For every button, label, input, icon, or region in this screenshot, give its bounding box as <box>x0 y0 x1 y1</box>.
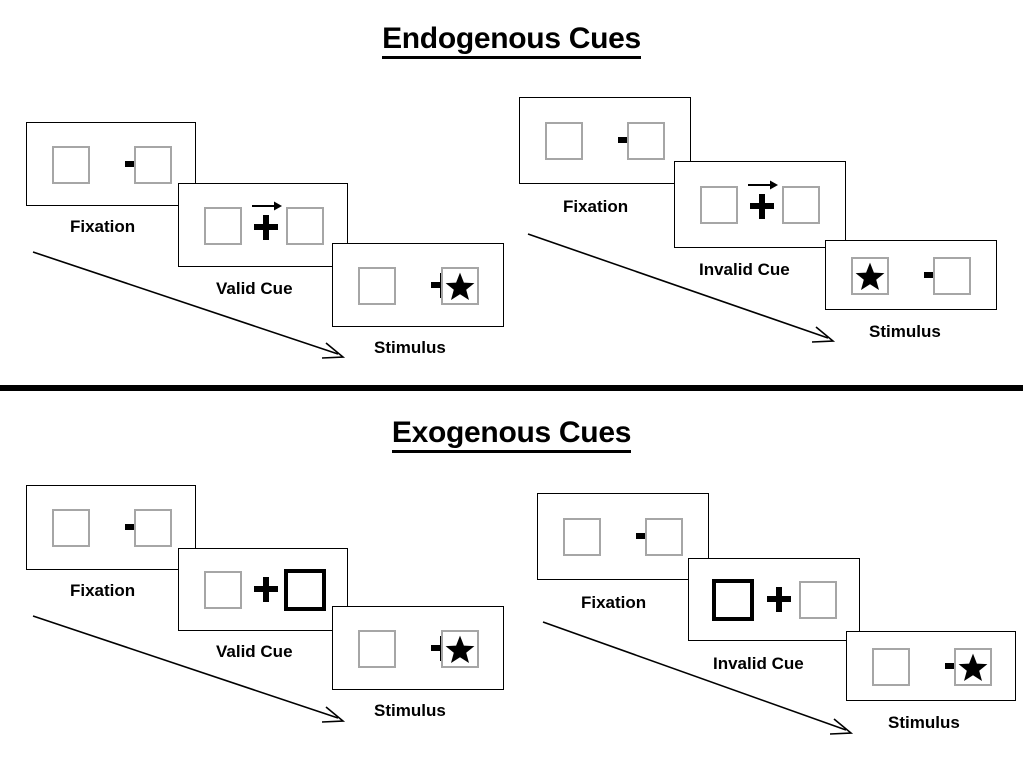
frame-endogenous-valid-cue <box>178 183 348 267</box>
section-title-endogenous-text: Endogenous Cues <box>382 24 641 59</box>
fixation-cross-icon <box>254 215 278 240</box>
section-title-endogenous: Endogenous Cues <box>0 24 1023 59</box>
right-box-with-target <box>954 648 992 686</box>
frame-endogenous-invalid-stimulus <box>825 240 997 310</box>
label-exogenous-invalid-fixation: Fixation <box>581 593 647 612</box>
frame-exogenous-valid-cue <box>178 548 348 631</box>
label-exogenous-invalid-stimulus: Stimulus <box>888 713 960 732</box>
right-box <box>286 207 324 245</box>
frame-exogenous-invalid-fixation <box>537 493 709 580</box>
star-icon <box>445 272 475 301</box>
frame-exogenous-valid-stimulus <box>332 606 504 690</box>
label-exogenous-valid-cue: Valid Cue <box>216 642 293 661</box>
right-box <box>627 122 665 160</box>
left-box-cued <box>712 579 754 621</box>
label-exogenous-valid-stimulus: Stimulus <box>374 701 446 720</box>
left-box-with-target <box>851 257 889 295</box>
label-endogenous-valid-stimulus: Stimulus <box>374 338 446 357</box>
section-title-exogenous-text: Exogenous Cues <box>391 418 631 453</box>
fixation-cross-icon <box>750 194 774 219</box>
star-icon <box>445 635 475 664</box>
frame-endogenous-invalid-cue <box>674 161 846 248</box>
cue-arrow-right-icon <box>747 179 779 191</box>
frame-endogenous-valid-stimulus <box>332 243 504 327</box>
time-flow-arrow-icon <box>525 230 840 350</box>
label-endogenous-invalid-cue: Invalid Cue <box>699 260 790 279</box>
star-icon <box>958 653 988 682</box>
right-box <box>134 509 172 547</box>
label-endogenous-invalid-stimulus: Stimulus <box>869 322 941 341</box>
left-box <box>545 122 583 160</box>
frame-endogenous-invalid-fixation <box>519 97 691 184</box>
cue-arrow-right-icon <box>251 200 283 212</box>
left-box <box>563 518 601 556</box>
frame-exogenous-valid-fixation <box>26 485 196 570</box>
label-exogenous-invalid-cue: Invalid Cue <box>713 654 804 673</box>
label-endogenous-invalid-fixation: Fixation <box>563 197 629 216</box>
frame-endogenous-valid-fixation <box>26 122 196 206</box>
fixation-cross-icon <box>767 587 791 612</box>
star-icon <box>855 262 885 291</box>
left-box <box>700 186 738 224</box>
left-box <box>204 571 242 609</box>
left-box <box>872 648 910 686</box>
left-box <box>204 207 242 245</box>
right-box-with-target <box>441 267 479 305</box>
fixation-cross-icon <box>254 577 278 602</box>
left-box <box>52 146 90 184</box>
right-box-with-target <box>441 630 479 668</box>
left-box <box>52 509 90 547</box>
right-box <box>782 186 820 224</box>
label-endogenous-valid-fixation: Fixation <box>70 217 136 236</box>
right-box <box>933 257 971 295</box>
left-box <box>358 630 396 668</box>
section-title-exogenous: Exogenous Cues <box>0 418 1023 453</box>
right-box <box>799 581 837 619</box>
label-exogenous-valid-fixation: Fixation <box>70 581 136 600</box>
right-box <box>645 518 683 556</box>
section-divider <box>0 385 1023 391</box>
frame-exogenous-invalid-stimulus <box>846 631 1016 701</box>
frame-exogenous-invalid-cue <box>688 558 860 641</box>
label-endogenous-valid-cue: Valid Cue <box>216 279 293 298</box>
right-box <box>134 146 172 184</box>
left-box <box>358 267 396 305</box>
right-box-cued <box>284 569 326 611</box>
